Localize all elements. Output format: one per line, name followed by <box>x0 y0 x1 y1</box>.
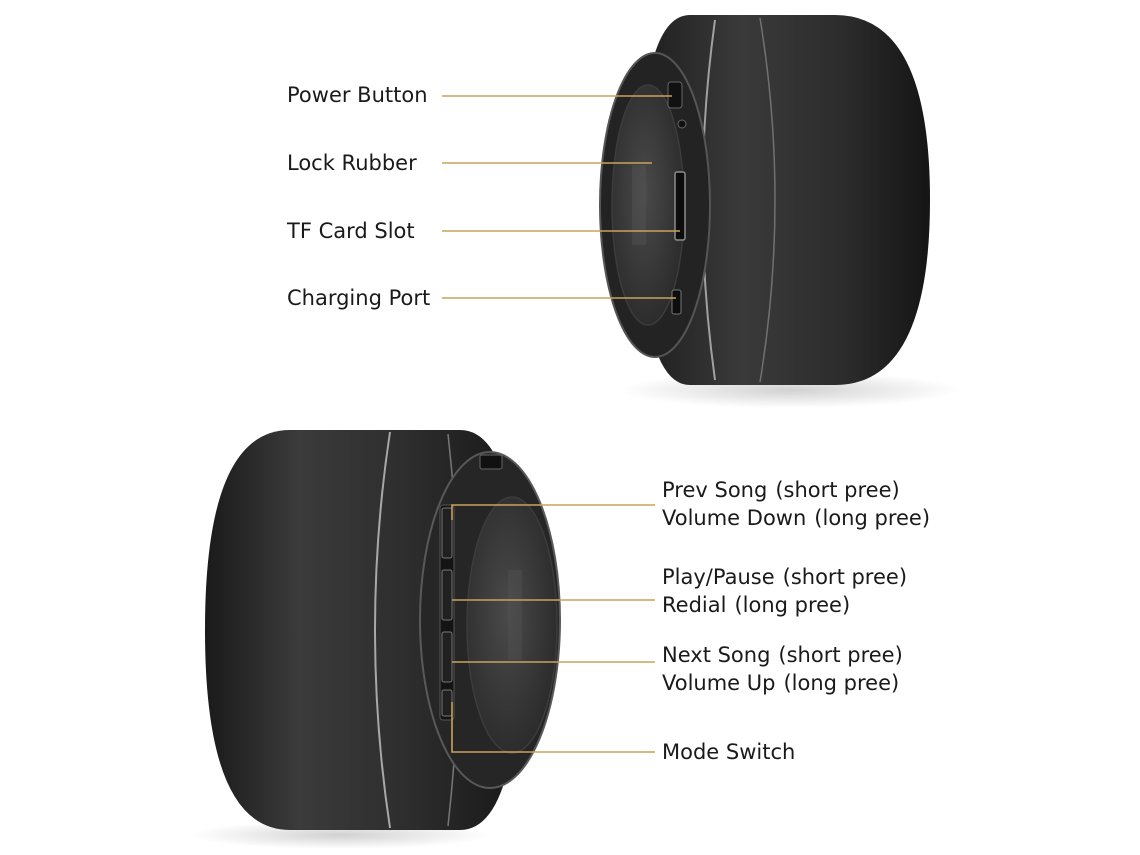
label-play-pause-note: (short pree) <box>783 565 907 589</box>
bottom-speaker-print <box>508 570 522 660</box>
play-pause-button-graphic <box>442 570 452 620</box>
label-tf-card-slot: TF Card Slot <box>287 217 415 245</box>
top-speaker-back-face <box>612 85 684 325</box>
label-volume-up: Volume Up (long pree) <box>662 669 899 697</box>
top-speaker <box>600 15 960 408</box>
top-speaker-print <box>632 165 646 245</box>
label-next-song: Next Song (short pree) <box>662 641 903 669</box>
label-redial: Redial (long pree) <box>662 591 850 619</box>
bottom-speaker-notch <box>480 455 502 469</box>
label-volume-down-note: (long pree) <box>814 506 930 530</box>
indicator-hole <box>678 120 686 128</box>
power-switch <box>668 82 682 108</box>
label-prev-song-name: Prev Song <box>662 478 767 502</box>
next-song-button-graphic <box>442 632 452 682</box>
label-play-pause-name: Play/Pause <box>662 565 775 589</box>
label-lock-rubber: Lock Rubber <box>287 149 417 177</box>
label-play-pause: Play/Pause (short pree) <box>662 563 907 591</box>
label-next-song-name: Next Song <box>662 643 770 667</box>
label-volume-up-note: (long pree) <box>783 671 899 695</box>
label-redial-note: (long pree) <box>734 593 850 617</box>
label-charging-port: Charging Port <box>287 284 430 312</box>
charging-port-graphic <box>672 290 681 314</box>
label-prev-song: Prev Song (short pree) <box>662 476 900 504</box>
label-mode-switch: Mode Switch <box>662 738 795 766</box>
label-volume-down: Volume Down (long pree) <box>662 504 930 532</box>
label-redial-name: Redial <box>662 593 726 617</box>
label-volume-down-name: Volume Down <box>662 506 806 530</box>
prev-song-button-graphic <box>442 508 452 558</box>
label-next-song-note: (short pree) <box>778 643 902 667</box>
bottom-speaker <box>190 430 560 849</box>
label-power-button: Power Button <box>287 81 428 109</box>
tf-card-slot-graphic <box>675 172 685 240</box>
label-volume-up-name: Volume Up <box>662 671 775 695</box>
label-prev-song-note: (short pree) <box>775 478 899 502</box>
mode-switch-graphic <box>442 690 452 716</box>
